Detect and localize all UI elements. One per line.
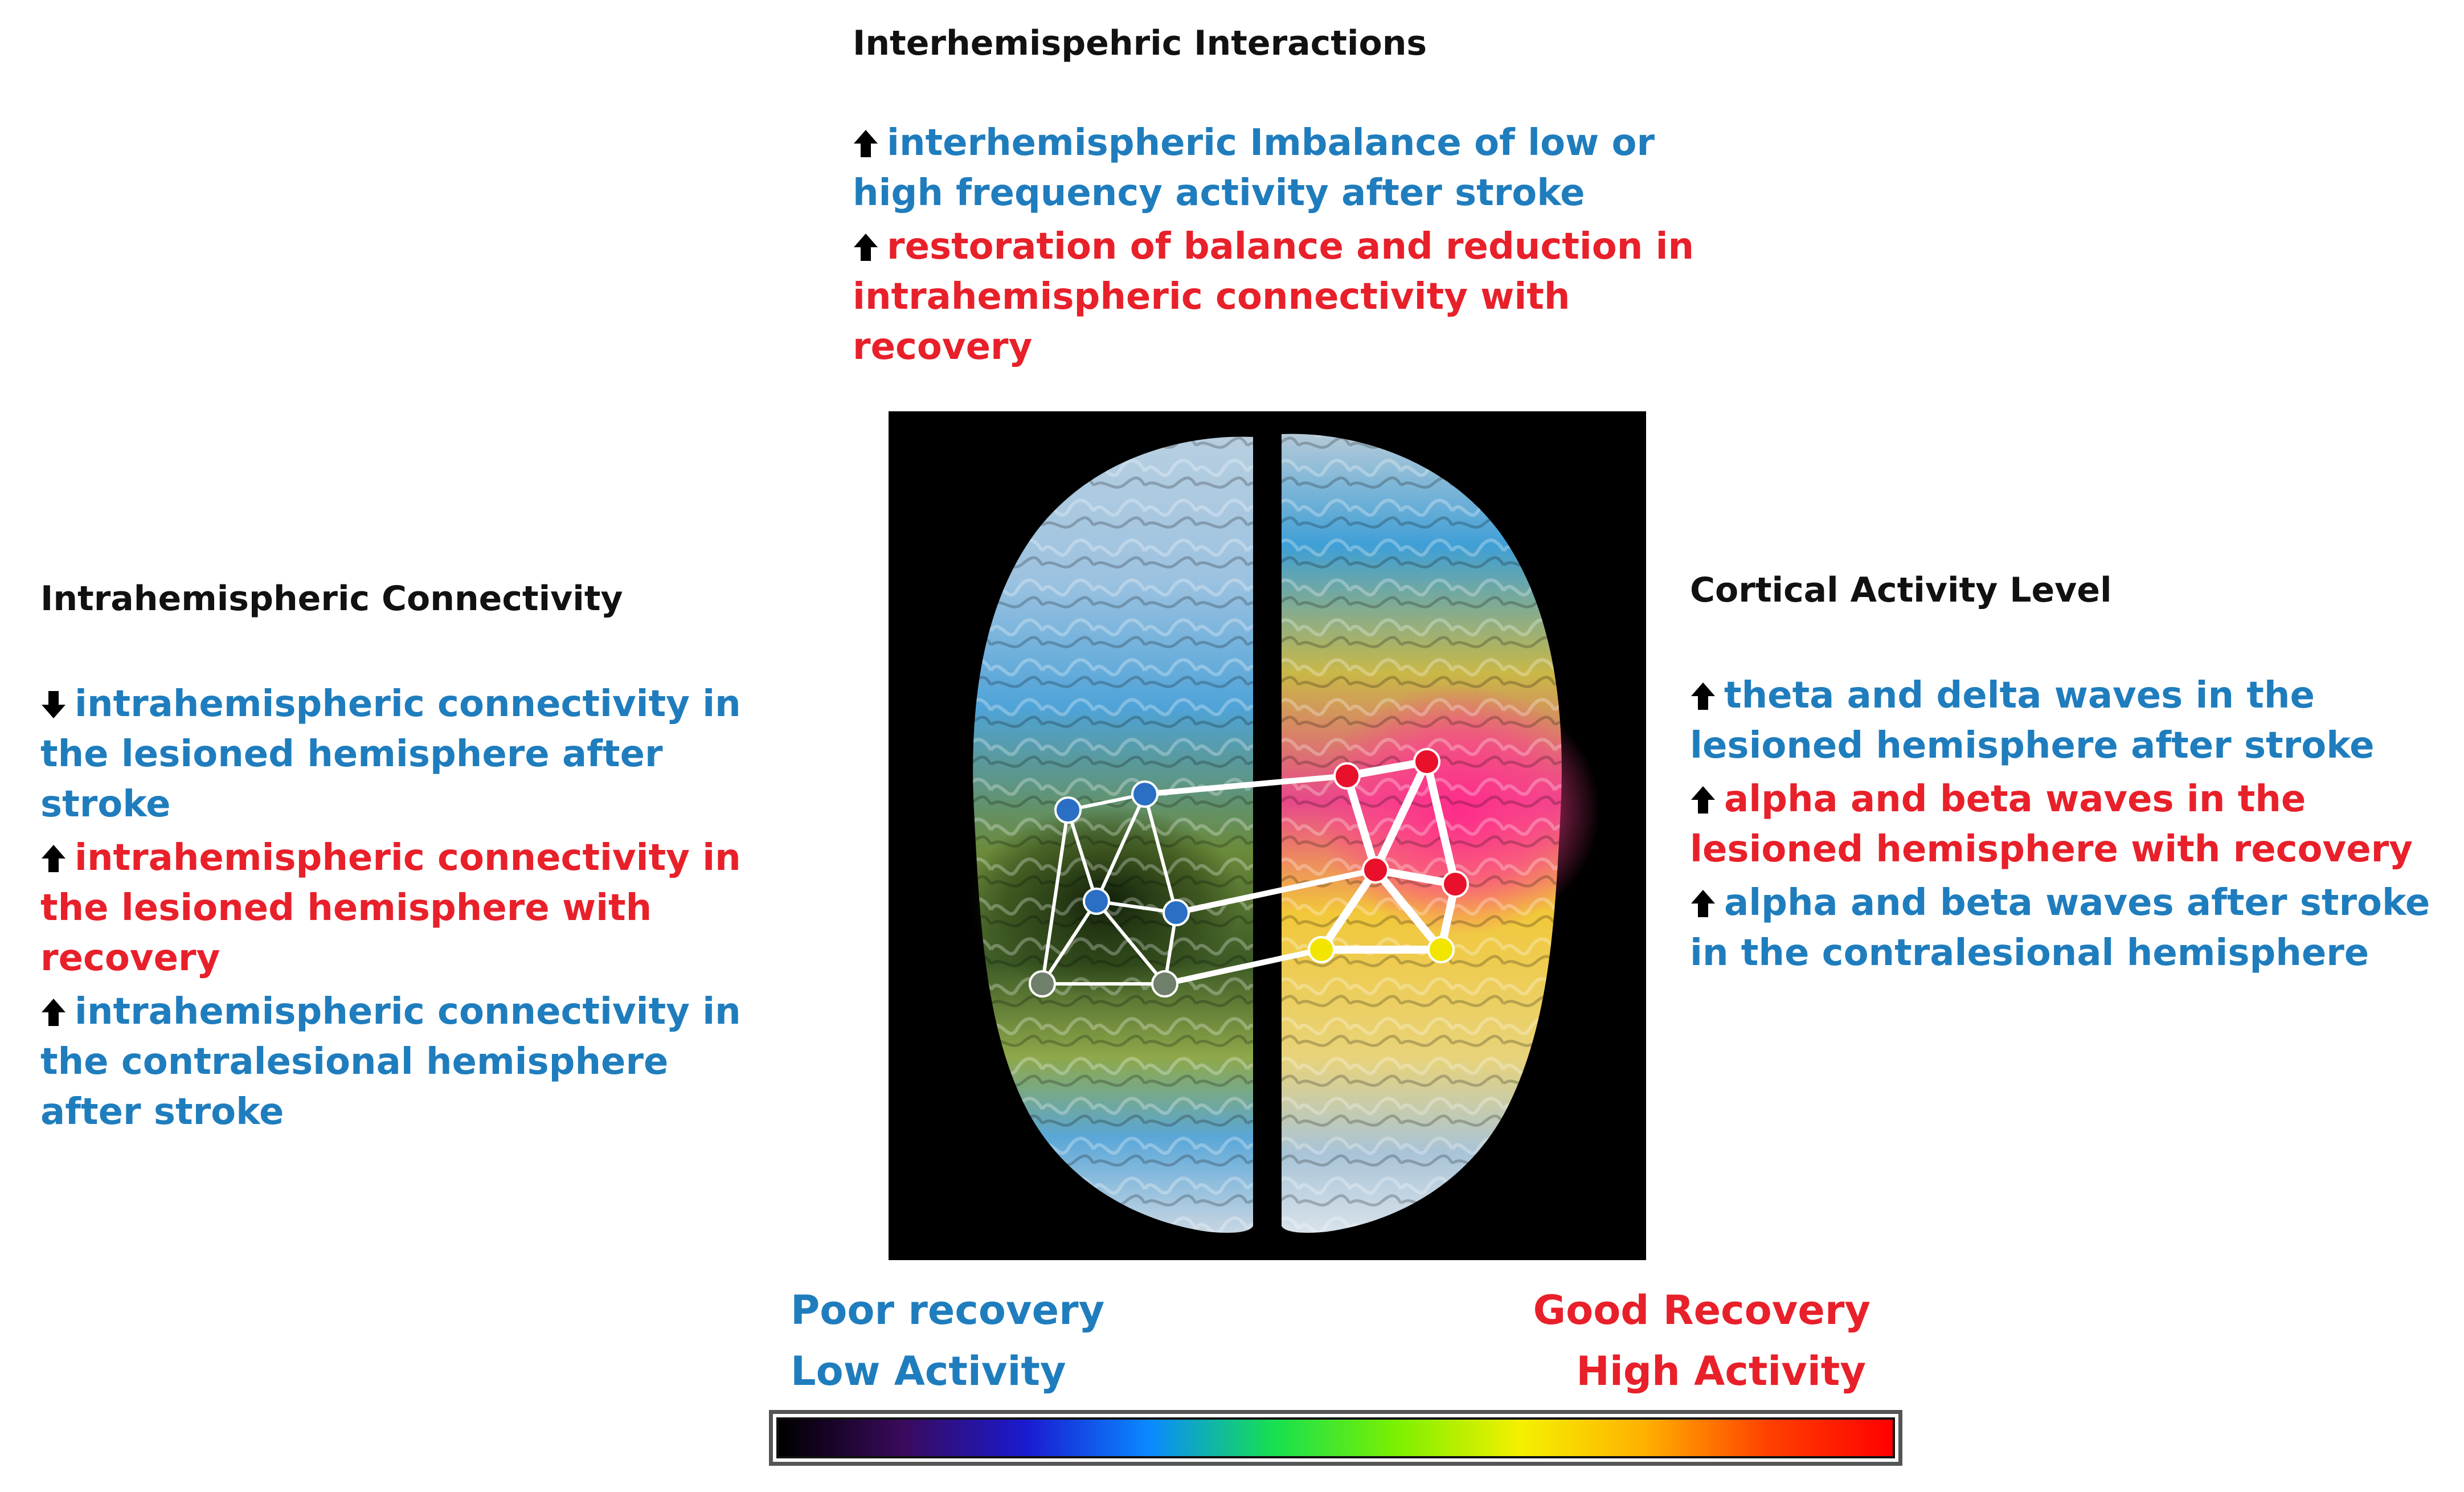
up-arrow-icon <box>853 129 879 158</box>
cortical-activity-item: alpha and beta waves after stroke in the… <box>1690 878 2453 978</box>
network-node-yellow <box>1427 936 1455 963</box>
inter-network-edges <box>1142 773 1378 987</box>
cortical-activity-item-text: alpha and beta waves after stroke in the… <box>1690 882 2430 974</box>
interhemispheric-item-text: restoration of balance and reduction in … <box>853 226 1694 368</box>
network-node-gray <box>1029 970 1056 998</box>
low-activity-label: Low Activity <box>791 1348 1066 1395</box>
cortical-activity-item-text: alpha and beta waves in the lesioned hem… <box>1690 778 2413 870</box>
network-node-red <box>1442 870 1469 898</box>
cortical-activity-list: theta and delta waves in the lesioned he… <box>1690 671 2453 978</box>
poor-recovery-label: Poor recovery <box>791 1287 1105 1334</box>
network-node-red <box>1413 748 1440 775</box>
up-arrow-icon <box>40 844 67 873</box>
intrahemispheric-item: intrahemispheric connectivity in the les… <box>40 679 758 829</box>
network-node-blue <box>1131 780 1159 808</box>
interhemispheric-heading: Interhemispehric Interactions <box>853 23 1427 63</box>
intrahemispheric-section: Intrahemispheric Connectivity intrahemis… <box>40 578 758 1137</box>
up-arrow-icon <box>1690 681 1716 711</box>
interhemispheric-list: interhemispheric Imbalance of low or hig… <box>853 118 1707 372</box>
up-arrow-icon <box>853 232 879 262</box>
network-node-red <box>1333 762 1361 790</box>
intrahemispheric-item-text: intrahemispheric connectivity in the les… <box>40 837 741 979</box>
high-activity-label: High Activity <box>1576 1348 1866 1395</box>
network-node-yellow <box>1308 936 1335 963</box>
intrahemispheric-heading: Intrahemispheric Connectivity <box>40 579 623 619</box>
good-recovery-label: Good Recovery <box>1533 1287 1870 1334</box>
intrahemispheric-item-text: intrahemispheric connectivity in the con… <box>40 991 741 1133</box>
interhemispheric-item: restoration of balance and reduction in … <box>853 222 1707 372</box>
brain-illustration <box>968 434 1601 1233</box>
activity-colorbar <box>769 1410 1902 1466</box>
intrahemispheric-list: intrahemispheric connectivity in the les… <box>40 679 758 1137</box>
intrahemispheric-item-text: intrahemispheric connectivity in the les… <box>40 683 741 825</box>
cortical-activity-item: alpha and beta waves in the lesioned hem… <box>1690 774 2453 874</box>
down-arrow-icon <box>40 690 67 720</box>
cortical-activity-item: theta and delta waves in the lesioned he… <box>1690 671 2453 771</box>
network-node-blue <box>1054 796 1082 824</box>
colorbar-gradient <box>776 1417 1895 1458</box>
interhemispheric-item: interhemispheric Imbalance of low or hig… <box>853 118 1707 218</box>
brain-image-panel <box>889 411 1646 1260</box>
intrahemispheric-item: intrahemispheric connectivity in the con… <box>40 987 758 1137</box>
cortical-activity-heading: Cortical Activity Level <box>1690 570 2112 610</box>
interhemispheric-item-text: interhemispheric Imbalance of low or hig… <box>853 122 1655 214</box>
cortical-activity-item-text: theta and delta waves in the lesioned he… <box>1690 675 2375 767</box>
intrahemispheric-item: intrahemispheric connectivity in the les… <box>40 833 758 983</box>
up-arrow-icon <box>40 998 67 1027</box>
left-network-edges <box>1041 792 1178 986</box>
network-node-red <box>1362 856 1389 884</box>
cortical-activity-section: Cortical Activity Level theta and delta … <box>1690 570 2453 978</box>
interhemispheric-section: Interhemispehric Interactions interhemis… <box>853 23 1707 372</box>
network-node-blue <box>1083 888 1110 915</box>
network-node-gray <box>1151 970 1178 998</box>
network-node-blue <box>1163 899 1190 926</box>
up-arrow-icon <box>1690 889 1716 918</box>
up-arrow-icon <box>1690 785 1716 815</box>
network-nodes <box>1029 748 1469 998</box>
